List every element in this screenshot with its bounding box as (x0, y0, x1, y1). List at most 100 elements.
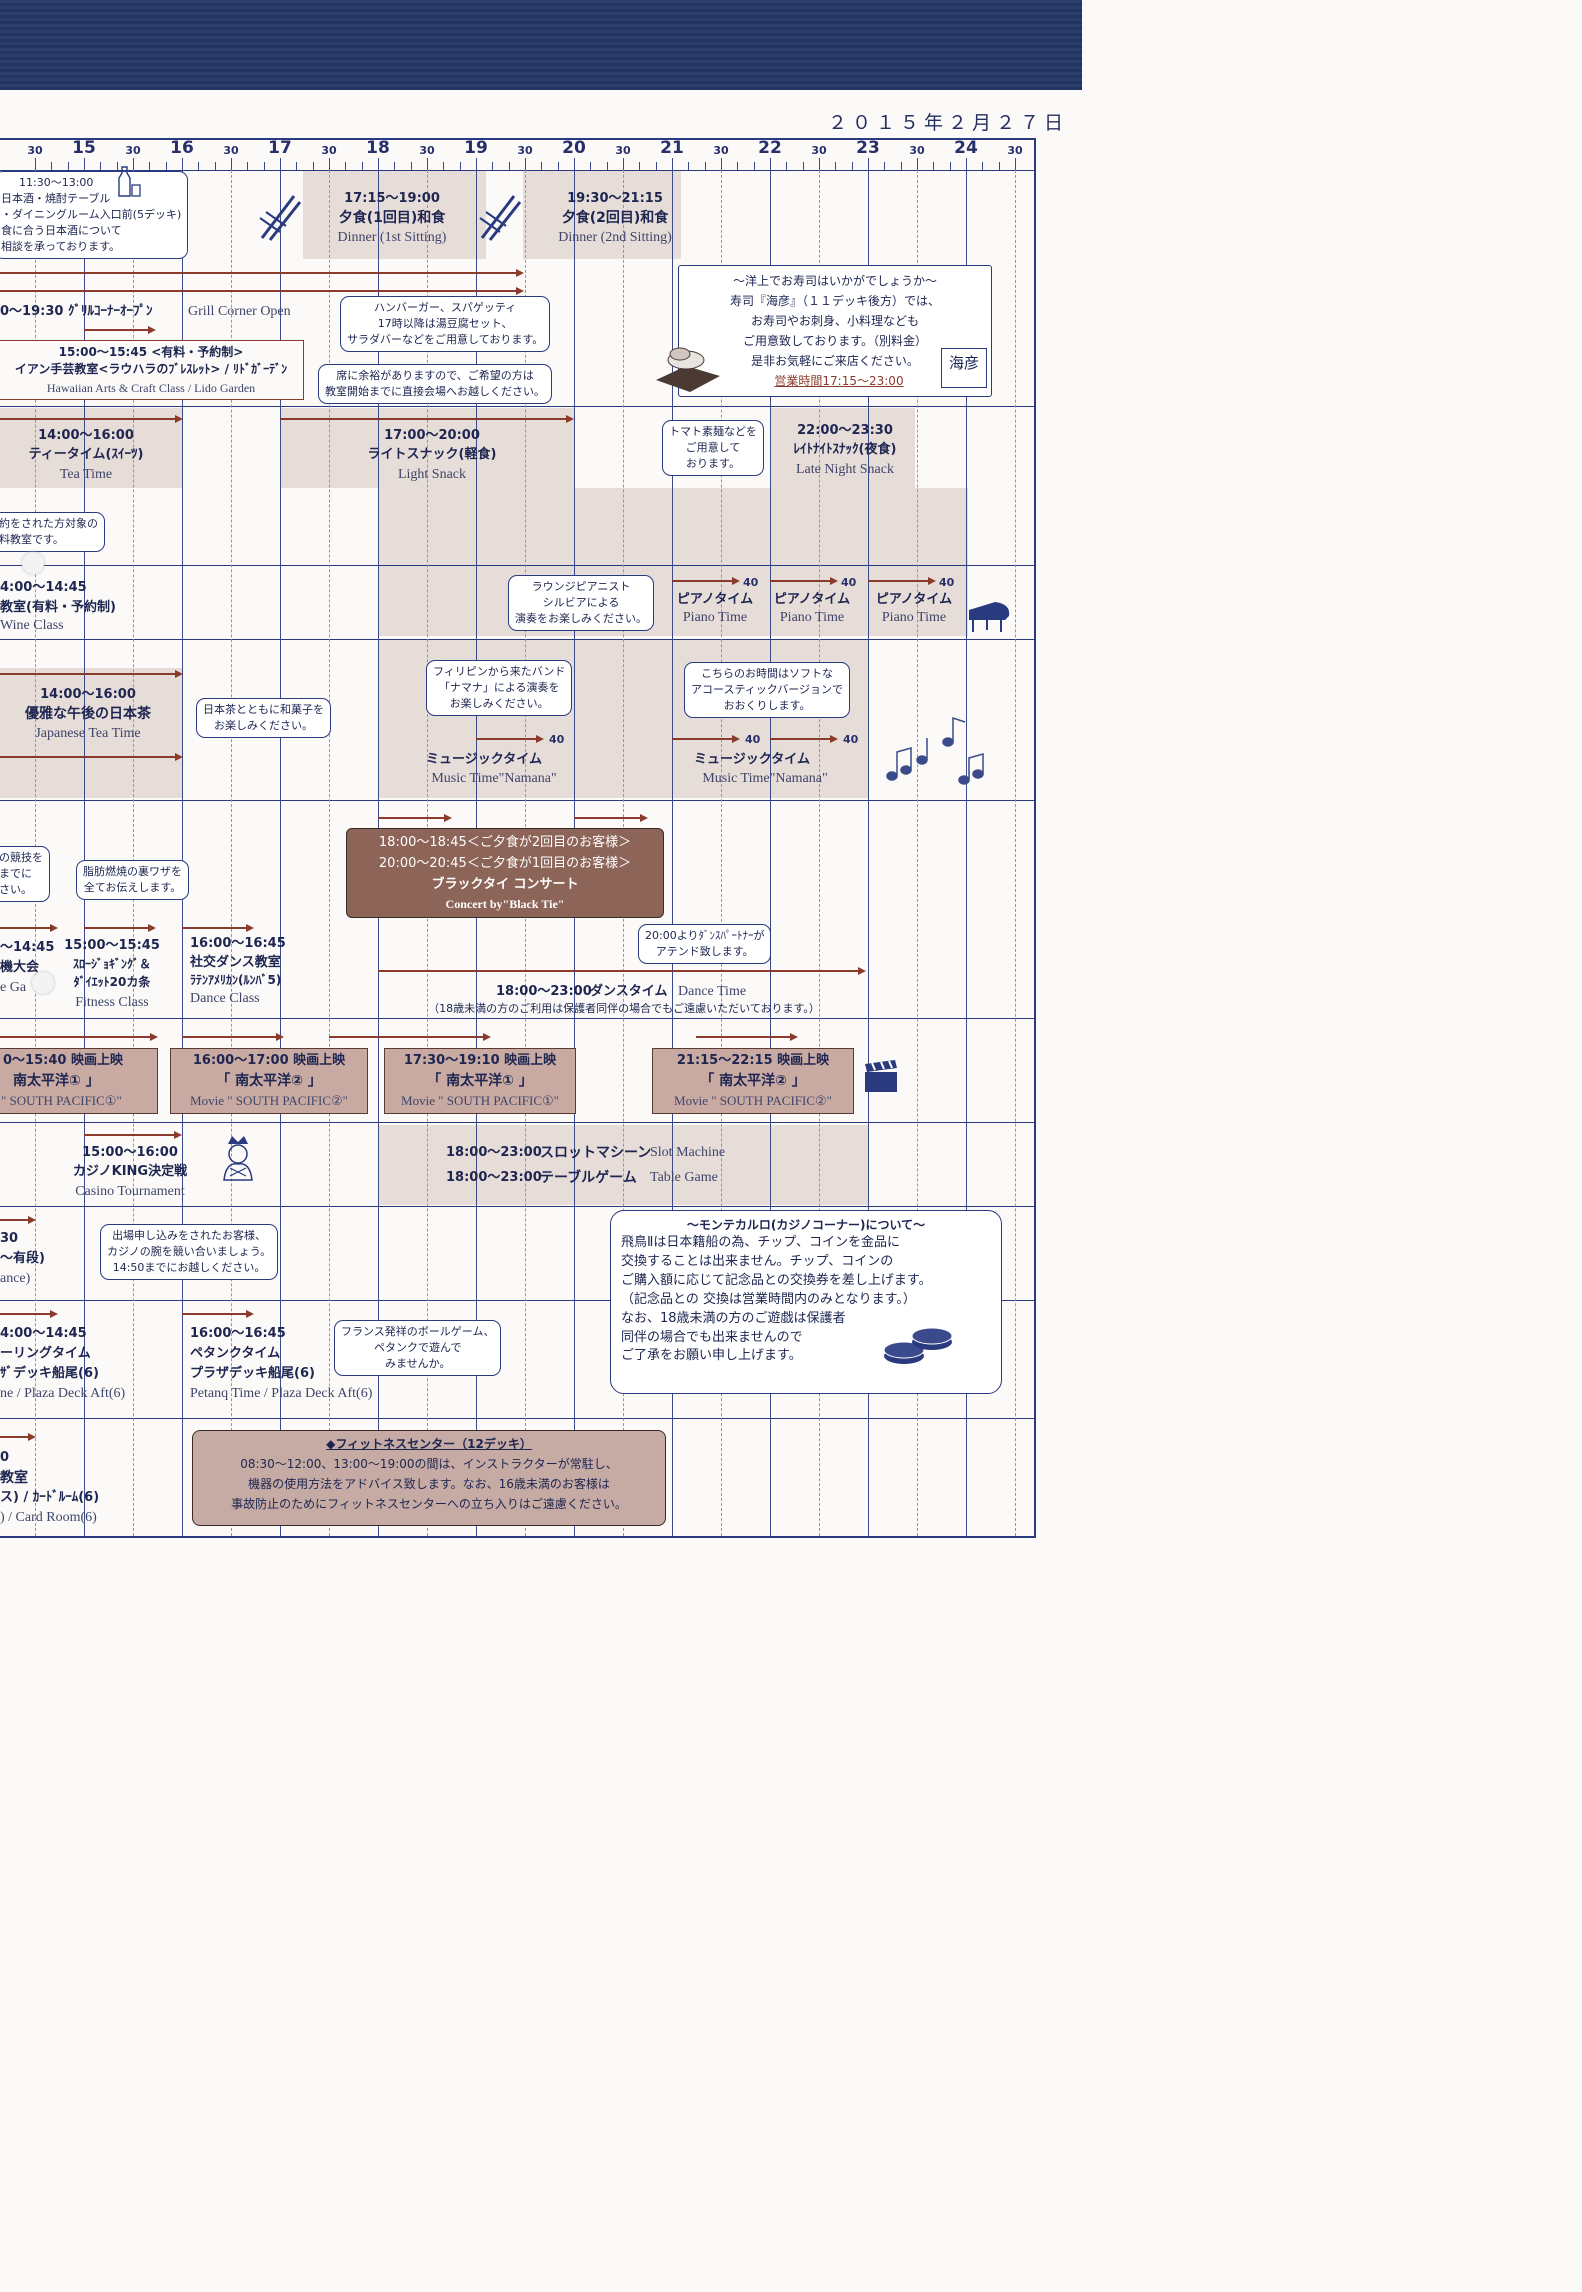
event-arrow (0, 1310, 58, 1318)
timeline-tick (231, 158, 232, 170)
social-dance-title: 社交ダンス教室 (190, 955, 281, 970)
slot-en: Slot Machine (650, 1145, 726, 1160)
tea-time: 14:00～16:00 (38, 428, 134, 443)
king-card-icon (223, 1136, 253, 1181)
hawaiian-en: Hawaiian Arts & Craft Class / Lido Garde… (46, 381, 256, 395)
band-bubble: フィリピンから来たバンド 「ナマナ」による演奏を お楽しみください。 (426, 660, 573, 716)
half-hour-label: 30 (27, 144, 43, 157)
timeline-tick (656, 162, 657, 170)
half-hour-label: 30 (811, 144, 827, 157)
late-snack-shade (770, 408, 915, 488)
grid-line-hour (966, 170, 967, 1536)
timeline-tick (100, 162, 101, 170)
compete-line3: さい。 (0, 882, 32, 896)
sushi-line4: ご用意致しております。（別料金） (742, 334, 928, 348)
monte-line3: ご購入額に応じて記念品との交換券を差し上げます。 (621, 1273, 932, 1289)
light-snack-title: ライトスナック(軽食) (367, 447, 497, 462)
compete-bubble: の競技を までに さい。 (0, 846, 50, 902)
row-separator (0, 800, 1034, 801)
movie0-en: " SOUTH PACIFIC①" (1, 1093, 122, 1108)
event-arrow (0, 287, 524, 295)
half-hour-label: 30 (517, 144, 533, 157)
movie1-title: 「 南太平洋② 」 (216, 1073, 322, 1089)
movie-box: 0～15:40 映画上映 南太平洋① 」 " SOUTH PACIFIC①" (0, 1048, 158, 1114)
casino-chips-icon (883, 1327, 953, 1364)
monte-line4: （記念品との 交換は営業時間内のみとなります。） (621, 1291, 916, 1307)
hawaiian-bubble-line2: 教室開始までに直接会場へお越しください。 (325, 384, 545, 398)
timeline-tick (966, 158, 967, 170)
event-arrow (280, 415, 574, 423)
left-class-place: ス) / ｶｰﾄﾞﾙｰﾑ(6) (0, 1490, 100, 1505)
sushi-line2: 寿司『海彦』（１１デッキ後方）では、 (729, 294, 941, 308)
sushi-hours: 営業時間17:15～23:00 (774, 374, 904, 388)
left-class-title: 教室 (0, 1470, 28, 1486)
tourn-line2: カジノの腕を競い合いましょう。 (107, 1244, 272, 1258)
timeline-tick (607, 162, 608, 170)
row-separator (0, 170, 1034, 171)
fitness-center-line1: 08:30～12:00、13:00～19:00の間は、インストラクターが常駐し、 (240, 1457, 618, 1471)
piano-minute-mark: 40 (939, 576, 955, 589)
dinner1-title: 夕食(1回目)和食 (338, 210, 446, 226)
movie3-en: Movie " SOUTH PACIFIC②" (674, 1093, 832, 1108)
casino-king-en: Casino Tournament (75, 1184, 185, 1199)
timeline-tick (313, 162, 314, 170)
boules-time: 4:00～14:45 (0, 1326, 87, 1341)
hour-label: 17 (268, 138, 292, 158)
grill-bubble-line1: ハンバーガー、スパゲッティ (374, 301, 517, 314)
light-snack-en: Light Snack (397, 467, 467, 482)
left-class-en: ) / Card Room(6) (0, 1510, 97, 1525)
late-snack-en: Late Night Snack (796, 462, 894, 477)
grid-line-half (133, 170, 134, 1536)
timeline-tick (149, 162, 150, 170)
event-arrow (0, 1433, 36, 1441)
monte-carlo-notice: ～モンテカルロ(カジノコーナー)について～ 飛鳥Ⅱは日本籍船の為、チップ、コイン… (610, 1210, 1002, 1394)
timeline-tick (166, 162, 167, 170)
timeline-tick (133, 158, 134, 170)
half-hour-label: 30 (419, 144, 435, 157)
compete-line1: の競技を (0, 851, 43, 864)
row-separator (0, 1206, 1034, 1207)
boules-title: ーリングタイム (0, 1346, 91, 1361)
acoustic-line3: おおくりします。 (723, 698, 811, 712)
music-minute-mark: 40 (745, 733, 761, 746)
dinner2-en: Dinner (2nd Sitting) (558, 230, 672, 245)
piano-shade (378, 488, 968, 636)
petanque-title: ペタンクタイム (190, 1346, 281, 1361)
petanque-time: 16:00～16:45 (190, 1326, 286, 1341)
sushi-plate-icon (656, 347, 720, 392)
dinner2-shade (523, 171, 681, 259)
timeline-tick (852, 162, 853, 170)
jtea-en: Japanese Tea Time (35, 726, 141, 741)
concert-box: 18:00～18:45＜ご夕食が2回目のお客様＞ 20:00～20:45＜ご夕食… (346, 828, 664, 918)
hawaiian-bubble: 席に余裕がありますので、ご希望の方は 教室開始までに直接会場へお越しください。 (318, 364, 552, 404)
monte-line2: 交換することは出来ません。チップ、コインの (621, 1254, 894, 1270)
timeline-tick (1015, 158, 1016, 170)
grid-line-hour (770, 170, 771, 1536)
timeline-tick (525, 158, 526, 170)
timeline-tick (345, 162, 346, 170)
wine-title: 教室(有料・予約制) (0, 600, 116, 615)
dance-time-time: 18:00～23:00 (496, 984, 592, 999)
tea-shade (0, 408, 183, 488)
grid-line-hour (868, 170, 869, 1536)
timeline-tick (574, 158, 575, 170)
jtea-title: 優雅な午後の日本茶 (25, 706, 151, 722)
timeline-tick (950, 162, 951, 170)
social-dance-time: 16:00～16:45 (190, 936, 286, 951)
chopsticks-icon (479, 195, 522, 241)
hour-label: 15 (72, 138, 96, 158)
timeline-tick (541, 162, 542, 170)
concert-line1: 18:00～18:45＜ご夕食が2回目のお客様＞ (378, 835, 632, 850)
music-title: ミュージックタイム (694, 752, 810, 767)
music-title: ミュージックタイム (426, 752, 542, 767)
acoustic-line1: こちらのお時間はソフトな (701, 667, 834, 680)
half-hour-label: 30 (909, 144, 925, 157)
event-arrow (84, 924, 156, 932)
timeline-tick (296, 162, 297, 170)
jtea-bubble: 日本茶とともに和菓子を お楽しみください。 (196, 698, 331, 738)
sake-line1: 日本酒・焼酎テーブル (1, 191, 111, 205)
clapperboard-icon (865, 1060, 897, 1092)
header-band (0, 0, 1082, 90)
fat-line2: 全てお伝えします。 (83, 880, 182, 894)
grid-line-half (819, 170, 820, 1536)
